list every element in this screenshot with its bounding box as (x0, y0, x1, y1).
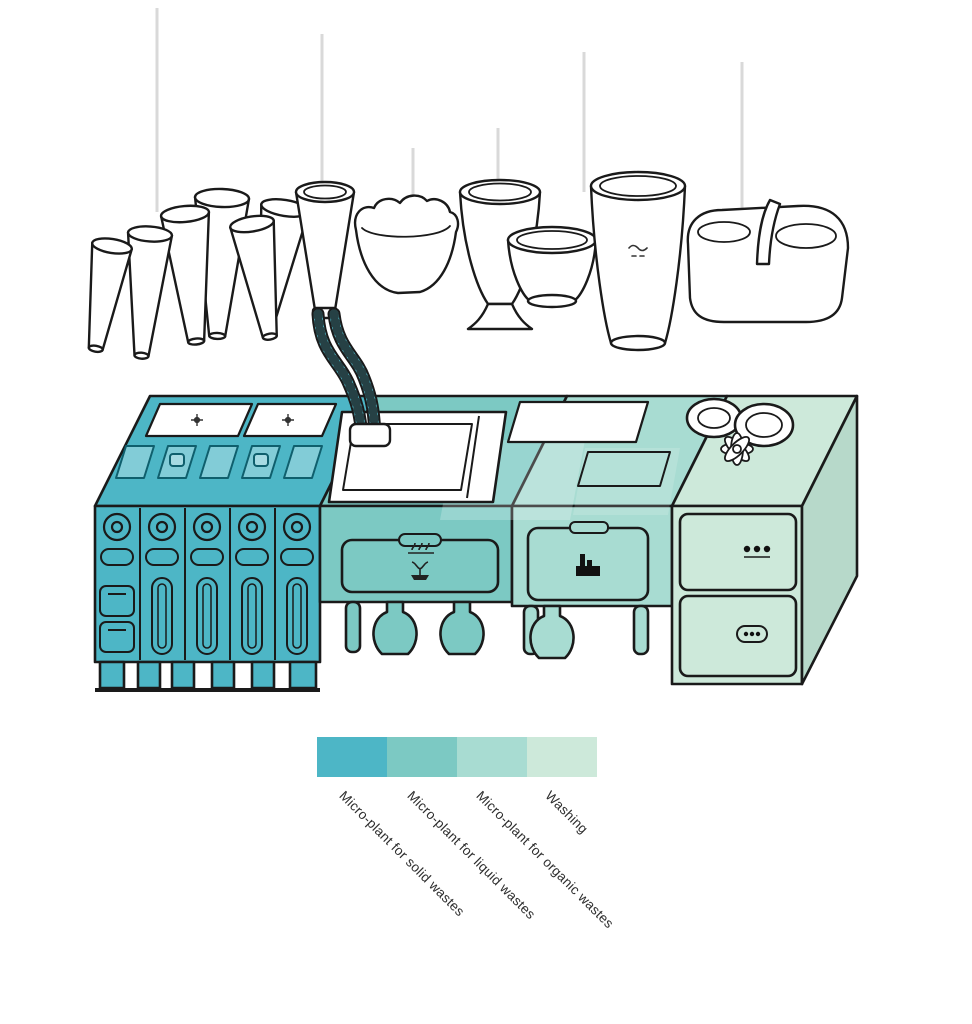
top-slot (115, 445, 155, 479)
front-dividers (139, 508, 276, 660)
funnel-vessel (294, 180, 356, 320)
cup-vessel (589, 170, 687, 352)
capsule-vent (196, 577, 218, 655)
legend-swatches (317, 737, 597, 777)
legend-swatch-washing (527, 737, 597, 777)
dial-icon (282, 414, 294, 426)
dial-icon (191, 414, 203, 426)
hanging-vessels (87, 170, 850, 360)
plant-icon (411, 561, 429, 580)
drawer-front (678, 512, 798, 592)
front-slot (235, 548, 269, 566)
top-slot (241, 445, 281, 479)
capsule-vents (151, 577, 308, 655)
knob-dial (282, 512, 312, 542)
top-slot (157, 445, 197, 479)
drawer-front (678, 594, 798, 678)
capsule-vent (241, 577, 263, 655)
drum-icon (736, 625, 768, 643)
faucet-fitting (348, 422, 392, 448)
front-slot (280, 548, 314, 566)
foot (210, 660, 236, 690)
hanging-cords (155, 8, 744, 212)
legend-swatch-solid (317, 737, 387, 777)
foot (170, 660, 196, 690)
knob-dial (102, 512, 132, 542)
top-tray (577, 451, 671, 487)
zone-front (318, 504, 514, 604)
top-slot (283, 445, 323, 479)
foot (250, 660, 276, 690)
foot (98, 660, 126, 690)
front-slot (100, 548, 134, 566)
compartment-tab (569, 521, 609, 534)
post-leg (632, 604, 650, 656)
foot (136, 660, 162, 690)
legend-swatch-organic (457, 737, 527, 777)
mini-drawer (99, 621, 135, 653)
knob-dial (192, 512, 222, 542)
planter-vessel (686, 198, 850, 324)
burner-circle (733, 402, 795, 448)
knob-dial (237, 512, 267, 542)
steam-icon (408, 542, 434, 554)
bowl-vessel (506, 225, 598, 309)
top-panel (506, 400, 650, 444)
capsule-vent (286, 577, 308, 655)
front-slots (100, 548, 314, 566)
burner-circle (685, 397, 743, 439)
top-slot (199, 445, 239, 479)
washing-zone-details (678, 397, 798, 678)
post-leg (344, 600, 362, 654)
funnel-vessel (126, 225, 174, 360)
sink-inner (342, 423, 473, 491)
burner-inner (697, 407, 731, 429)
bulb-leg (439, 600, 485, 656)
capsule-vent (151, 577, 173, 655)
front-slot (145, 548, 179, 566)
zone-side-face (800, 394, 859, 686)
funnel-vessel (87, 237, 133, 354)
mini-drawer (99, 585, 135, 617)
worktop-highlight (573, 448, 680, 515)
propeller-icon (720, 432, 754, 466)
factory-icon (576, 554, 600, 576)
dots-icon (743, 545, 771, 558)
solid-zone-details (95, 402, 338, 692)
bulb-leg (372, 600, 418, 656)
burner-inner (745, 412, 783, 438)
slot-chip (253, 453, 269, 467)
steam-icon (628, 244, 648, 257)
counter-unit (93, 394, 859, 692)
knob-dials (102, 512, 312, 542)
top-slot-row (115, 445, 323, 479)
knob-dial (147, 512, 177, 542)
basin-vessel (353, 194, 460, 295)
front-slot (190, 548, 224, 566)
mini-drawers (99, 585, 135, 653)
slot-chip (169, 453, 185, 467)
bulb-leg (529, 604, 575, 660)
foot (288, 660, 318, 690)
ribbed-hose (311, 307, 392, 448)
legend-swatch-liquid (387, 737, 457, 777)
funnel-vessel (229, 214, 278, 341)
drawer-handle (398, 533, 442, 547)
funnel-vessel (159, 204, 211, 346)
sink-divider (466, 415, 480, 499)
organic-zone-details (506, 400, 671, 602)
